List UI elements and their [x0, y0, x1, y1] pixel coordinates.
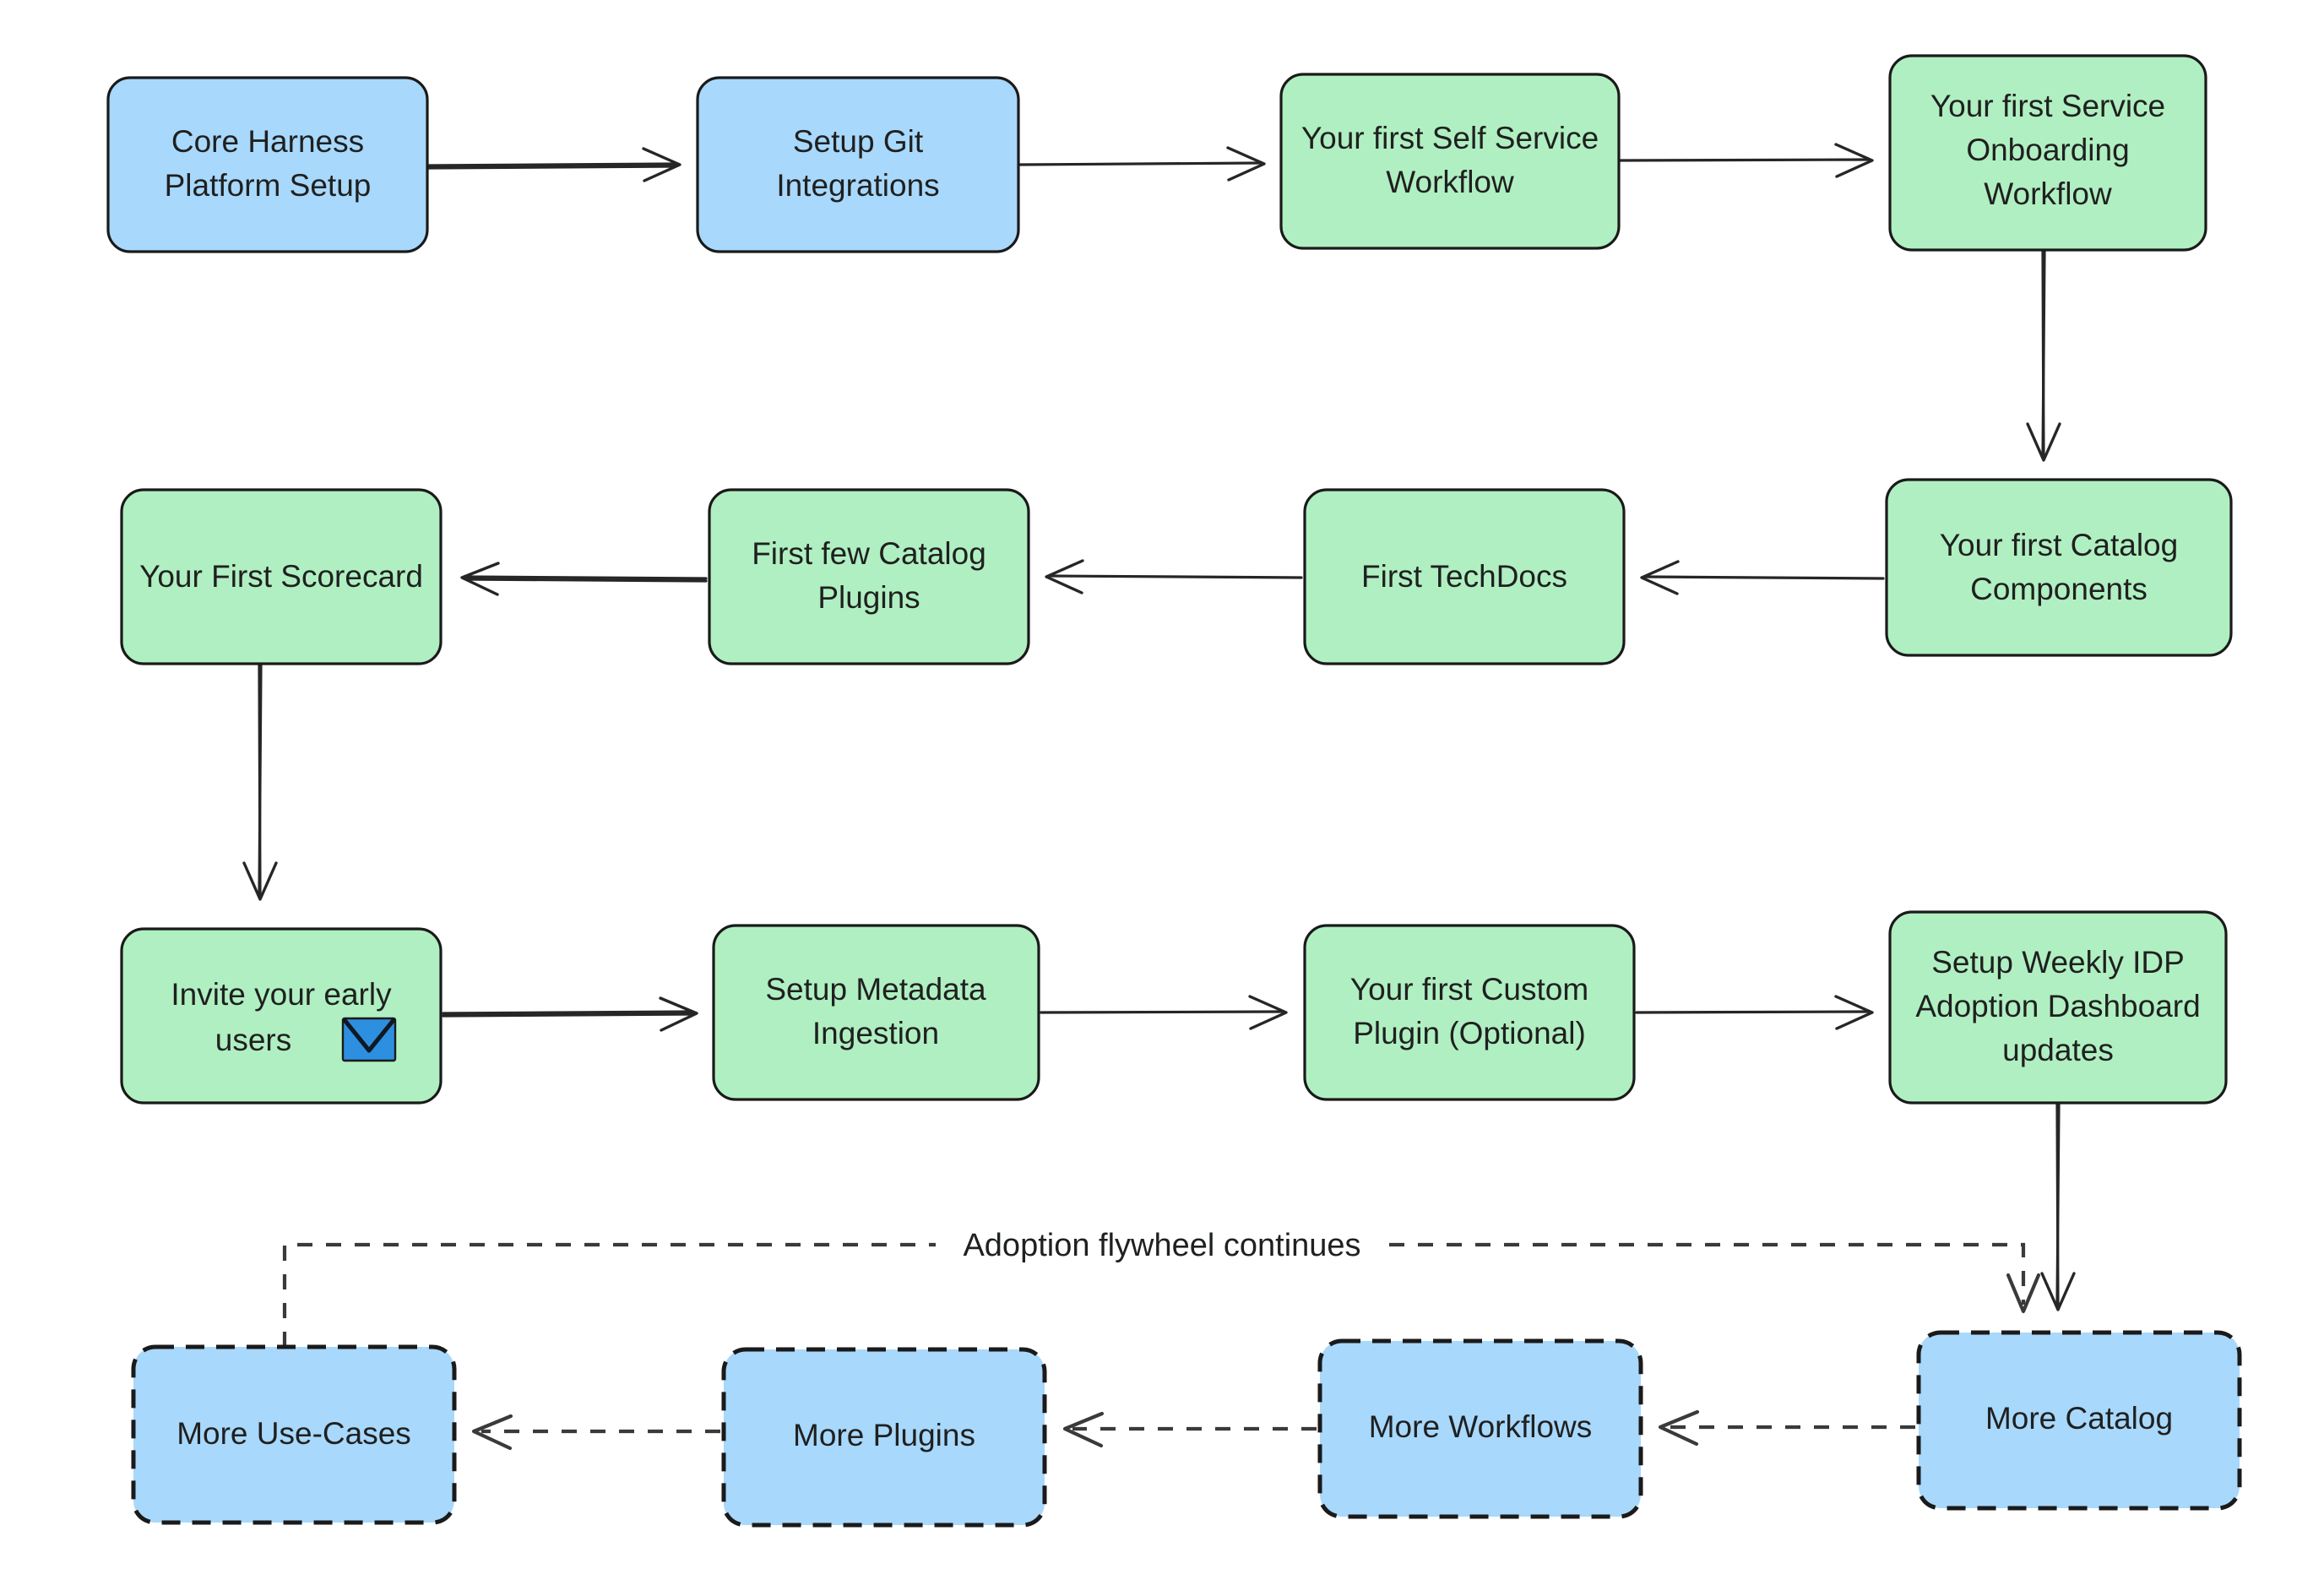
edge-adoption-flywheel-loop [282, 1242, 2041, 1347]
node-label-line-2: Workflow [1386, 165, 1514, 199]
edge-scorecard-to-invite-users [242, 664, 278, 901]
node-your-first-custom-plugin[interactable]: Your first Custom Plugin (Optional) [1303, 924, 1636, 1101]
node-label-line-1: Your first Catalog [1940, 528, 2178, 562]
node-core-harness-platform-setup[interactable]: Core Harness Platform Setup [106, 76, 429, 253]
node-label-line-1: First few Catalog [752, 536, 986, 571]
node-your-first-catalog-components[interactable]: Your first Catalog Components [1885, 478, 2233, 657]
node-invite-your-early-users[interactable]: Invite your early users [120, 927, 443, 1105]
node-setup-weekly-idp-adoption-dashboard[interactable]: Setup Weekly IDP Adoption Dashboard upda… [1888, 910, 2228, 1105]
node-your-first-self-service-workflow[interactable]: Your first Self Service Workflow [1279, 73, 1621, 250]
edge-more-workflows-to-more-plugins [1062, 1411, 1317, 1448]
edge-more-catalog-to-more-workflows [1658, 1409, 1915, 1447]
node-label-line-2: Components [1970, 572, 2148, 606]
edge-self-service-to-onboarding [1619, 143, 1874, 178]
node-label-line-2: Adoption Dashboard [1915, 989, 2200, 1023]
node-shape[interactable] [106, 76, 429, 253]
node-label-line-3: updates [2002, 1033, 2114, 1067]
envelope-icon [341, 1017, 397, 1062]
node-shape[interactable] [1885, 478, 2233, 657]
node-shape[interactable] [120, 488, 443, 665]
edge-invite-users-to-metadata-ingestion [442, 996, 698, 1032]
edge-layer: Adoption flywheel continues [242, 143, 2076, 1451]
node-more-workflows[interactable]: More Workflows [1317, 1338, 1643, 1519]
node-label-line-1: Your first Self Service [1301, 121, 1599, 155]
node-shape[interactable] [1888, 910, 2228, 1105]
node-more-plugins[interactable]: More Plugins [721, 1347, 1047, 1528]
edge-label-text: Adoption flywheel continues [963, 1228, 1360, 1263]
node-label-line-1: More Catalog [1985, 1401, 2173, 1436]
edge-label-adoption-flywheel: Adoption flywheel continues [936, 1223, 1388, 1268]
edge-custom-plugin-to-weekly-dashboard [1635, 995, 1874, 1030]
edge-git-to-self-service [1018, 146, 1266, 182]
node-label-line-3: Workflow [1984, 176, 2112, 211]
node-label-line-2: Integrations [776, 168, 939, 203]
node-shape[interactable] [131, 1344, 457, 1525]
node-label-line-2: Plugins [817, 580, 920, 615]
node-label-line-2: Onboarding [1966, 133, 2129, 167]
edge-catalog-plugins-to-scorecard [460, 562, 708, 596]
edge-catalog-components-to-techdocs [1640, 560, 1885, 595]
node-label-line-1: More Workflows [1369, 1409, 1593, 1444]
edge-onboarding-to-catalog-components [2026, 250, 2061, 462]
node-label-line-2: Plugin (Optional) [1353, 1016, 1586, 1050]
node-first-techdocs[interactable]: First TechDocs [1303, 488, 1626, 665]
node-label-line-1: Setup Metadata [765, 972, 986, 1007]
node-shape[interactable] [712, 924, 1040, 1101]
node-label-line-1: Core Harness [171, 124, 364, 159]
node-label-line-1: Your First Scorecard [139, 559, 423, 594]
node-label-line-1: Your first Service [1930, 89, 2165, 123]
node-your-first-scorecard[interactable]: Your First Scorecard [120, 488, 443, 665]
node-shape[interactable] [1303, 488, 1626, 665]
node-shape[interactable] [721, 1347, 1047, 1528]
node-shape[interactable] [1888, 54, 2207, 252]
node-shape[interactable] [1916, 1330, 2242, 1511]
node-setup-metadata-ingestion[interactable]: Setup Metadata Ingestion [712, 924, 1040, 1101]
node-label-line-2: Platform Setup [165, 168, 372, 203]
node-setup-git-integrations[interactable]: Setup Git Integrations [696, 76, 1020, 253]
edge-core-setup-to-git [427, 147, 681, 182]
node-label-line-1: More Plugins [793, 1418, 975, 1452]
node-shape[interactable] [1303, 924, 1636, 1101]
node-shape[interactable] [120, 927, 443, 1105]
node-label-line-1: First TechDocs [1361, 559, 1567, 594]
node-shape[interactable] [1279, 73, 1621, 250]
edge-weekly-dashboard-to-more-catalog [2040, 1103, 2076, 1311]
node-label-line-1: More Use-Cases [176, 1416, 411, 1451]
node-label-line-2: users [215, 1023, 291, 1057]
node-label-line-2: Ingestion [812, 1016, 939, 1050]
node-label-line-1: Your first Custom [1350, 972, 1588, 1007]
node-label-line-1: Setup Weekly IDP [1931, 945, 2185, 980]
edge-metadata-ingestion-to-custom-plugin [1040, 995, 1288, 1030]
node-your-first-service-onboarding-workflow[interactable]: Your first Service Onboarding Workflow [1888, 54, 2207, 252]
node-label-line-1: Invite your early [171, 977, 392, 1012]
node-first-few-catalog-plugins[interactable]: First few Catalog Plugins [708, 488, 1030, 665]
node-shape[interactable] [708, 488, 1030, 665]
node-shape[interactable] [1317, 1338, 1643, 1519]
node-more-catalog[interactable]: More Catalog [1916, 1330, 2242, 1511]
node-more-use-cases[interactable]: More Use-Cases [131, 1344, 457, 1525]
node-label-line-1: Setup Git [793, 124, 924, 159]
edge-techdocs-to-catalog-plugins [1045, 559, 1303, 594]
edge-more-plugins-to-more-use-cases [471, 1414, 720, 1451]
node-layer: Core Harness Platform Setup Setup Git In… [106, 54, 2242, 1528]
node-shape[interactable] [696, 76, 1020, 253]
